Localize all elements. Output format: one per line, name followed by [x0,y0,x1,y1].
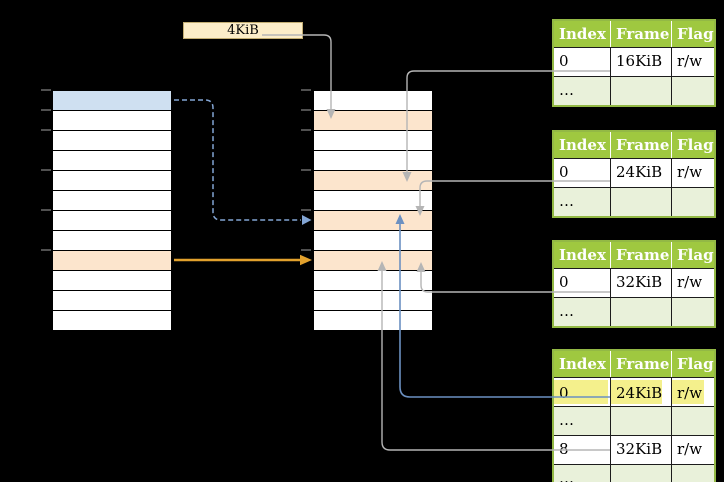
column-header: Index [554,351,611,377]
arrowhead-right-icon [302,215,312,225]
table-cell: … [554,77,611,105]
memory-row-left-9 [53,271,171,291]
memory-row-left-7 [53,231,171,251]
table-cell [611,465,672,482]
table-cell: … [554,407,611,435]
table-cell: … [554,465,611,482]
memory-row-middle-3 [314,151,432,171]
page-table-4-row-1: … [554,406,714,435]
memory-column-left [52,90,172,332]
table-cell: r/w [677,273,703,291]
table-cell: 0 [554,159,611,187]
table-cell: 24KiB [611,378,672,406]
memory-row-left-8 [53,251,171,271]
memory-column-middle [313,90,433,332]
column-header: Flags [677,136,714,154]
table-cell: 0 [554,378,611,406]
table-cell [611,407,672,435]
highlighted-value: r/w [672,380,704,404]
table-cell: r/w [672,378,714,406]
memory-row-middle-8 [314,251,432,271]
page-table-2-row-1: … [554,187,714,216]
table-cell: 0 [554,269,611,297]
memory-row-left-2 [53,131,171,151]
memory-row-middle-11 [314,311,432,331]
memory-row-middle-10 [314,291,432,311]
table-cell: 24KiB [611,159,672,187]
memory-row-left-11 [53,311,171,331]
table-cell [672,77,714,105]
memory-row-left-0 [53,91,171,111]
arrowhead-right-icon [300,254,312,266]
page-table-4-row-3: … [554,464,714,482]
column-header: Frame [611,351,672,377]
memory-row-middle-6 [314,211,432,231]
table-cell [672,407,714,435]
table-cell: 16KiB [611,48,672,76]
memory-row-middle-4 [314,171,432,191]
memory-row-left-3 [53,151,171,171]
table-cell: … [554,298,611,326]
table-cell [672,298,714,326]
memory-row-middle-0 [314,91,432,111]
memory-row-middle-7 [314,231,432,251]
highlighted-value: 0 [554,380,608,404]
memory-row-left-5 [53,191,171,211]
column-header: Index [554,242,611,268]
memory-row-middle-2 [314,131,432,151]
table-cell: r/w [677,52,703,70]
column-header: Frame [611,21,672,47]
column-header: Index [554,132,611,158]
table-cell [611,188,672,216]
table-cell [611,298,672,326]
table-cell [672,465,714,482]
memory-row-middle-9 [314,271,432,291]
memory-row-middle-5 [314,191,432,211]
column-header: Frame [611,242,672,268]
table-cell [672,188,714,216]
highlighted-value: 24KiB [611,380,662,404]
column-header: Flags [677,25,714,43]
column-header: Flags [677,355,714,373]
table-cell: 32KiB [611,269,672,297]
table-cell: 0 [554,48,611,76]
page-size-label: 4KiB [183,22,303,39]
memory-row-left-1 [53,111,171,131]
table-cell [611,77,672,105]
table-cell: 8 [554,436,611,464]
column-header: Frame [611,132,672,158]
memory-row-left-4 [53,171,171,191]
page-table-3-row-1: … [554,297,714,326]
table-cell: 32KiB [611,436,672,464]
table-cell: … [554,188,611,216]
table-cell: r/w [677,163,703,181]
memory-row-middle-1 [314,111,432,131]
memory-row-left-6 [53,211,171,231]
table-cell: r/w [677,440,703,458]
page-table-1-row-1: … [554,76,714,105]
column-header: Flags [677,246,714,264]
column-header: Index [554,21,611,47]
connector-virtual-page-dashed [174,99,301,221]
memory-row-left-10 [53,291,171,311]
